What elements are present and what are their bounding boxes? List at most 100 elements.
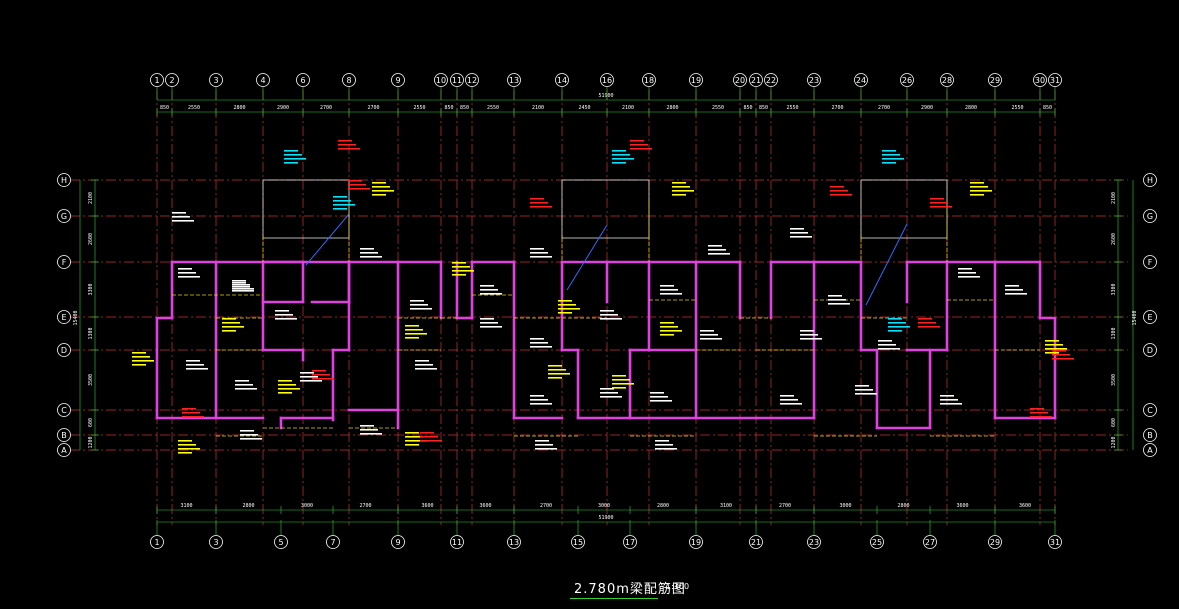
red-note-8-mark-2	[1052, 358, 1074, 360]
white-note-3-mark-0	[360, 248, 374, 250]
top-axis-28-label: 28	[942, 76, 952, 85]
white-note-10-mark-1	[790, 232, 808, 234]
top-axis-24-circle	[854, 73, 868, 87]
top-dim-label-14: 2550	[712, 105, 724, 111]
yellow-note-7-mark-3	[178, 452, 192, 454]
right-axis-E-circle	[1143, 310, 1157, 324]
top-axis-31-label: 31	[1050, 76, 1060, 85]
yellow-note-11-mark-0	[452, 262, 466, 264]
top-dim-label-0: 850	[160, 105, 169, 111]
top-axis-18-circle	[642, 73, 656, 87]
bottom-axis-23-circle	[807, 535, 821, 549]
top-axis-1-label: 1	[154, 76, 159, 85]
cyan-note-2-mark-3	[612, 162, 626, 164]
yellow-note-12-mark-2	[970, 190, 992, 192]
white-note-18-mark-2	[415, 368, 437, 370]
cyan-note-2-mark-1	[612, 154, 630, 156]
right-axis-B-label: B	[1147, 431, 1153, 440]
white-note-25-mark-1	[940, 399, 958, 401]
right-axis-A-label: A	[1147, 446, 1153, 455]
top-axis-22-circle	[764, 73, 778, 87]
yellow-note-9-mark-0	[1045, 340, 1059, 342]
left-dim-label-4: 3500	[88, 374, 94, 386]
white-note-9-mark-0	[708, 245, 722, 247]
right-axis-D-circle	[1143, 343, 1157, 357]
white-note-20-mark-2	[530, 403, 552, 405]
cyan-note-1-mark-3	[333, 208, 347, 210]
red-note-2-mark-1	[348, 184, 366, 186]
bottom-dim-label-0: 3100	[180, 503, 192, 509]
top-axis-10-circle	[434, 73, 448, 87]
right-axis-H-label: H	[1147, 176, 1153, 185]
left-dim-label-3: 1300	[88, 327, 94, 339]
left-axis-G-label: G	[61, 212, 67, 221]
bottom-dim-label-14: 3600	[1019, 503, 1031, 509]
yellow-note-10-mark-3	[132, 364, 146, 366]
top-axis-29-label: 29	[990, 76, 1000, 85]
top-axis-2-circle	[165, 73, 179, 87]
top-dim-label-7: 850	[444, 105, 453, 111]
white-note-20-mark-0	[530, 395, 544, 397]
white-note-33-mark-1	[535, 444, 553, 446]
top-axis-8-circle	[342, 73, 356, 87]
yellow-note-4-mark-0	[278, 380, 292, 382]
white-note-28-mark-2	[360, 433, 382, 435]
white-note-11-mark-1	[828, 299, 846, 301]
yellow-note-12-mark-0	[970, 182, 984, 184]
top-dim-label-21: 2800	[965, 105, 977, 111]
white-note-32-mark-2	[240, 438, 262, 440]
right-axis-H-circle	[1143, 173, 1157, 187]
left-axis-H-circle	[57, 173, 71, 187]
bottom-axis-19-circle	[689, 535, 703, 549]
top-dim-label-13: 2800	[666, 105, 678, 111]
red-note-3-mark-2	[530, 206, 552, 208]
top-axis-26-label: 26	[902, 76, 912, 85]
white-note-24-mark-0	[855, 385, 869, 387]
top-dim-label-20: 2900	[921, 105, 933, 111]
top-axis-10-label: 10	[436, 76, 446, 85]
bottom-dim-label-10: 2700	[779, 503, 791, 509]
top-axis-12-circle	[465, 73, 479, 87]
bottom-dim-label-2: 3000	[301, 503, 313, 509]
white-note-16-mark-2	[235, 388, 257, 390]
yellow-note-4-mark-3	[278, 392, 292, 394]
white-note-28-mark-0	[360, 425, 374, 427]
left-axis-A-label: A	[61, 446, 67, 455]
yellow-note-3-mark-2	[660, 330, 682, 332]
yellow-note-9-mark-3	[1045, 352, 1059, 354]
white-note-31-mark-1	[800, 334, 818, 336]
yellow-note-12-mark-1	[970, 186, 988, 188]
cyan-note-3-mark-3	[882, 162, 896, 164]
red-note-4-mark-0	[830, 186, 844, 188]
white-note-8-mark-2	[660, 293, 682, 295]
top-axis-2-label: 2	[169, 76, 174, 85]
stair-line-0	[305, 213, 350, 266]
white-note-23-mark-0	[780, 395, 794, 397]
white-note-12-mark-0	[878, 340, 892, 342]
yellow-note-4-mark-2	[278, 388, 300, 390]
top-dim-label-10: 2100	[532, 105, 544, 111]
white-note-33-mark-2	[535, 448, 557, 450]
white-note-2-mark-1	[275, 314, 293, 316]
yellow-note-8-mark-1	[405, 436, 423, 438]
yellow-note-11-mark-3	[452, 274, 466, 276]
top-axis-4-label: 4	[260, 76, 265, 85]
yellow-note-6-mark-3	[612, 387, 626, 389]
bottom-axis-5-circle	[274, 535, 288, 549]
top-axis-19-circle	[689, 73, 703, 87]
red-note-10-mark-2	[420, 440, 442, 442]
white-note-4-mark-0	[410, 300, 424, 302]
right-axis-D-label: D	[1147, 346, 1153, 355]
red-note-6-mark-2	[182, 416, 204, 418]
bottom-dim-label-3: 2700	[359, 503, 371, 509]
white-note-7-mark-0	[600, 310, 614, 312]
white-note-11-mark-0	[828, 295, 842, 297]
red-note-10-mark-1	[420, 436, 438, 438]
white-note-22-mark-1	[650, 396, 668, 398]
bottom-axis-15-circle	[571, 535, 585, 549]
red-note-5-mark-0	[930, 198, 944, 200]
yellow-note-12-mark-3	[970, 194, 984, 196]
left-axis-H-label: H	[61, 176, 67, 185]
title-underline	[570, 598, 658, 599]
top-dim-label-11: 2450	[578, 105, 590, 111]
